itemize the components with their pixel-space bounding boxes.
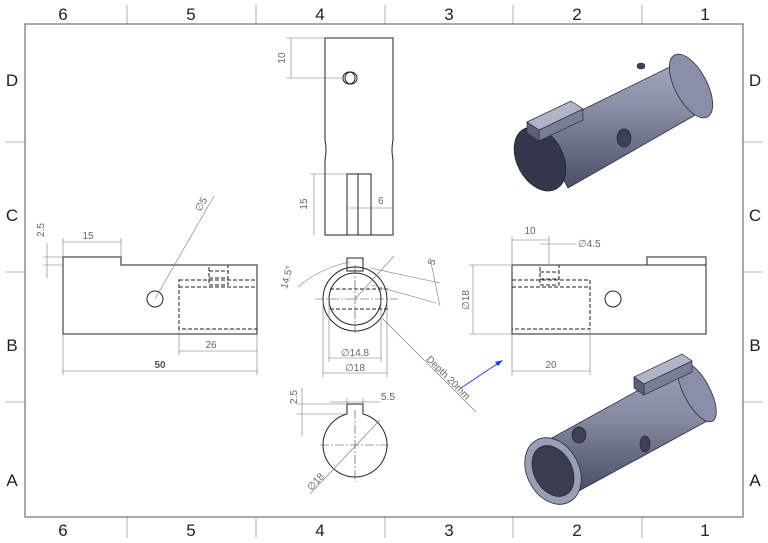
front-dim-50: 50 bbox=[154, 360, 166, 371]
section-note-depth: Depth 20mm bbox=[424, 354, 472, 402]
right-view: 10 ∅4.5 ∅18 20 bbox=[461, 226, 707, 375]
zone-col-1-top: 1 bbox=[700, 5, 709, 24]
blue-leader-arrow bbox=[460, 360, 503, 389]
zone-col-3-bottom: 3 bbox=[444, 521, 453, 540]
zone-col-4-top: 4 bbox=[315, 5, 324, 24]
section-dim-dia-14-8: ∅14.8 bbox=[341, 348, 370, 359]
sheet-border bbox=[5, 5, 763, 538]
zone-col-6-top: 6 bbox=[58, 5, 67, 24]
zone-col-5-top: 5 bbox=[186, 5, 195, 24]
section-dim-dia-18: ∅18 bbox=[345, 363, 365, 374]
zone-col-4-bottom: 4 bbox=[315, 521, 324, 540]
right-dim-dia-18: ∅18 bbox=[461, 290, 472, 310]
right-dim-20: 20 bbox=[545, 360, 557, 371]
top-dim-15: 15 bbox=[299, 198, 310, 210]
top-dim-10: 10 bbox=[277, 52, 288, 64]
zone-col-3-top: 3 bbox=[444, 5, 453, 24]
front-dim-dia-5: ∅5 bbox=[194, 195, 211, 213]
front-dim-26: 26 bbox=[205, 340, 217, 351]
zone-row-d-right: D bbox=[749, 71, 761, 90]
bottom-view: 2.5 5.5 ∅18 bbox=[289, 388, 395, 495]
zone-labels-top: 6 5 4 3 2 1 bbox=[58, 5, 709, 24]
zone-row-d-left: D bbox=[6, 71, 18, 90]
bottom-dim-2-5: 2.5 bbox=[289, 390, 300, 404]
zone-row-a-left: A bbox=[6, 471, 18, 490]
section-view: 14.5° 5 ∅14.8 ∅18 Depth 20mm bbox=[279, 255, 477, 413]
right-dim-10: 10 bbox=[524, 226, 536, 237]
iso-view-bottom bbox=[524, 353, 717, 505]
zone-row-c-left: C bbox=[6, 206, 18, 225]
section-dim-angle-14-5: 14.5° bbox=[279, 265, 296, 291]
bottom-dim-5-5: 5.5 bbox=[381, 392, 395, 403]
iso-view-top bbox=[513, 53, 714, 192]
zone-row-c-right: C bbox=[749, 206, 761, 225]
front-view: 2.5 15 ∅5 26 50 bbox=[36, 195, 258, 375]
zone-col-1-bottom: 1 bbox=[700, 521, 709, 540]
section-dim-5: 5 bbox=[427, 258, 439, 267]
zone-labels-right: D C B A bbox=[749, 71, 761, 490]
zone-row-b-left: B bbox=[6, 336, 17, 355]
zone-row-b-right: B bbox=[749, 336, 760, 355]
right-dim-dia-4-5: ∅4.5 bbox=[578, 239, 601, 250]
front-dim-15: 15 bbox=[82, 231, 94, 242]
zone-labels-bottom: 6 5 4 3 2 1 bbox=[58, 521, 709, 540]
zone-col-5-bottom: 5 bbox=[186, 521, 195, 540]
front-dim-2-5: 2.5 bbox=[36, 223, 47, 237]
bottom-dim-dia-18: ∅18 bbox=[305, 471, 327, 493]
zone-row-a-right: A bbox=[749, 471, 761, 490]
top-view: 10 15 6 bbox=[277, 37, 394, 236]
zone-labels-left: D C B A bbox=[6, 71, 18, 490]
zone-col-6-bottom: 6 bbox=[58, 521, 67, 540]
zone-col-2-bottom: 2 bbox=[572, 521, 581, 540]
top-dim-6: 6 bbox=[378, 196, 384, 207]
zone-col-2-top: 2 bbox=[572, 5, 581, 24]
